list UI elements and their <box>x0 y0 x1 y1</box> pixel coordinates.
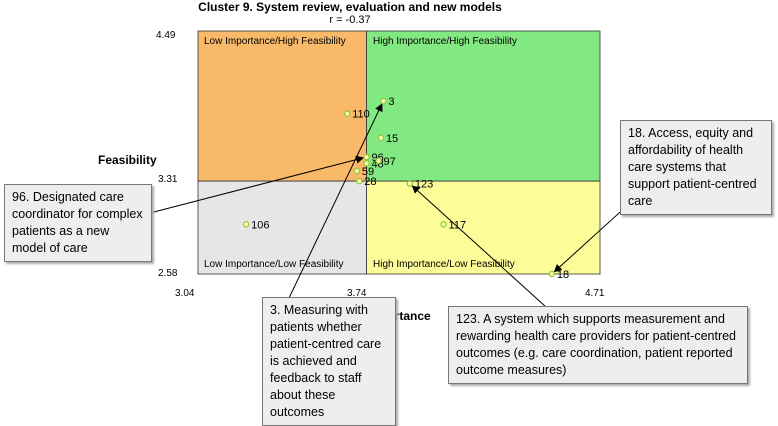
chart-plot: 311015964897592812310611718 <box>149 30 641 308</box>
data-point-97 <box>375 157 382 164</box>
data-point-28 <box>356 177 363 185</box>
quadrant-high-high <box>366 30 601 182</box>
data-point-59 <box>353 167 361 175</box>
data-label-28: 28 <box>364 176 376 188</box>
callout-arrow-96 <box>149 155 365 214</box>
y-axis-label: Feasibility <box>98 153 157 167</box>
quadrant-label-low-low: Low Importance/Low Feasibility <box>204 259 344 270</box>
chart-subtitle: r = -0.37 <box>329 14 371 26</box>
data-label-15: 15 <box>386 133 398 145</box>
data-point-106 <box>242 221 250 228</box>
quadrant-label-high-low: High Importance/Low Feasibility <box>373 259 515 270</box>
y-tick-label: 2.58 <box>158 268 178 279</box>
data-point-117 <box>440 221 447 228</box>
x-tick-label: 3.04 <box>175 288 195 299</box>
data-point-110 <box>344 110 351 117</box>
data-label-110: 110 <box>352 109 370 121</box>
data-label-123: 123 <box>415 179 433 191</box>
callout-arrow-3 <box>288 103 383 299</box>
quadrant-label-low-high: Low Importance/High Feasibility <box>204 36 346 47</box>
data-point-18 <box>548 270 556 278</box>
callout-3: 3. Measuring with patients whether patie… <box>262 297 396 426</box>
quadrant-label-high-high: High Importance/High Feasibility <box>373 36 517 47</box>
callout-96: 96. Designated care coordinator for comp… <box>4 184 152 262</box>
quadrant-high-low <box>366 180 601 275</box>
y-tick-label: 3.31 <box>158 174 178 185</box>
data-label-106: 106 <box>251 219 269 231</box>
y-tick-label: 4.49 <box>156 30 176 41</box>
data-point-3 <box>380 97 387 105</box>
chart-title: Cluster 9. System review, evaluation and… <box>198 0 502 14</box>
data-point-48 <box>363 160 370 167</box>
data-point-15 <box>377 134 385 142</box>
callout-18: 18. Access, equity and affordability of … <box>620 120 772 215</box>
data-point-96 <box>363 153 370 161</box>
data-label-3: 3 <box>388 96 394 108</box>
callout-arrow-123 <box>411 185 547 308</box>
callout-123: 123. A system which supports measurement… <box>448 306 748 384</box>
quadrant-low-high <box>197 30 367 182</box>
quadrant-low-low <box>197 180 367 275</box>
data-label-59: 59 <box>362 166 374 178</box>
data-label-18: 18 <box>557 269 569 281</box>
data-point-123 <box>406 180 414 187</box>
data-label-97: 97 <box>384 156 396 168</box>
data-label-117: 117 <box>449 219 467 231</box>
x-tick-label: 4.71 <box>585 288 605 299</box>
x-tick-label: 3.74 <box>347 288 367 299</box>
